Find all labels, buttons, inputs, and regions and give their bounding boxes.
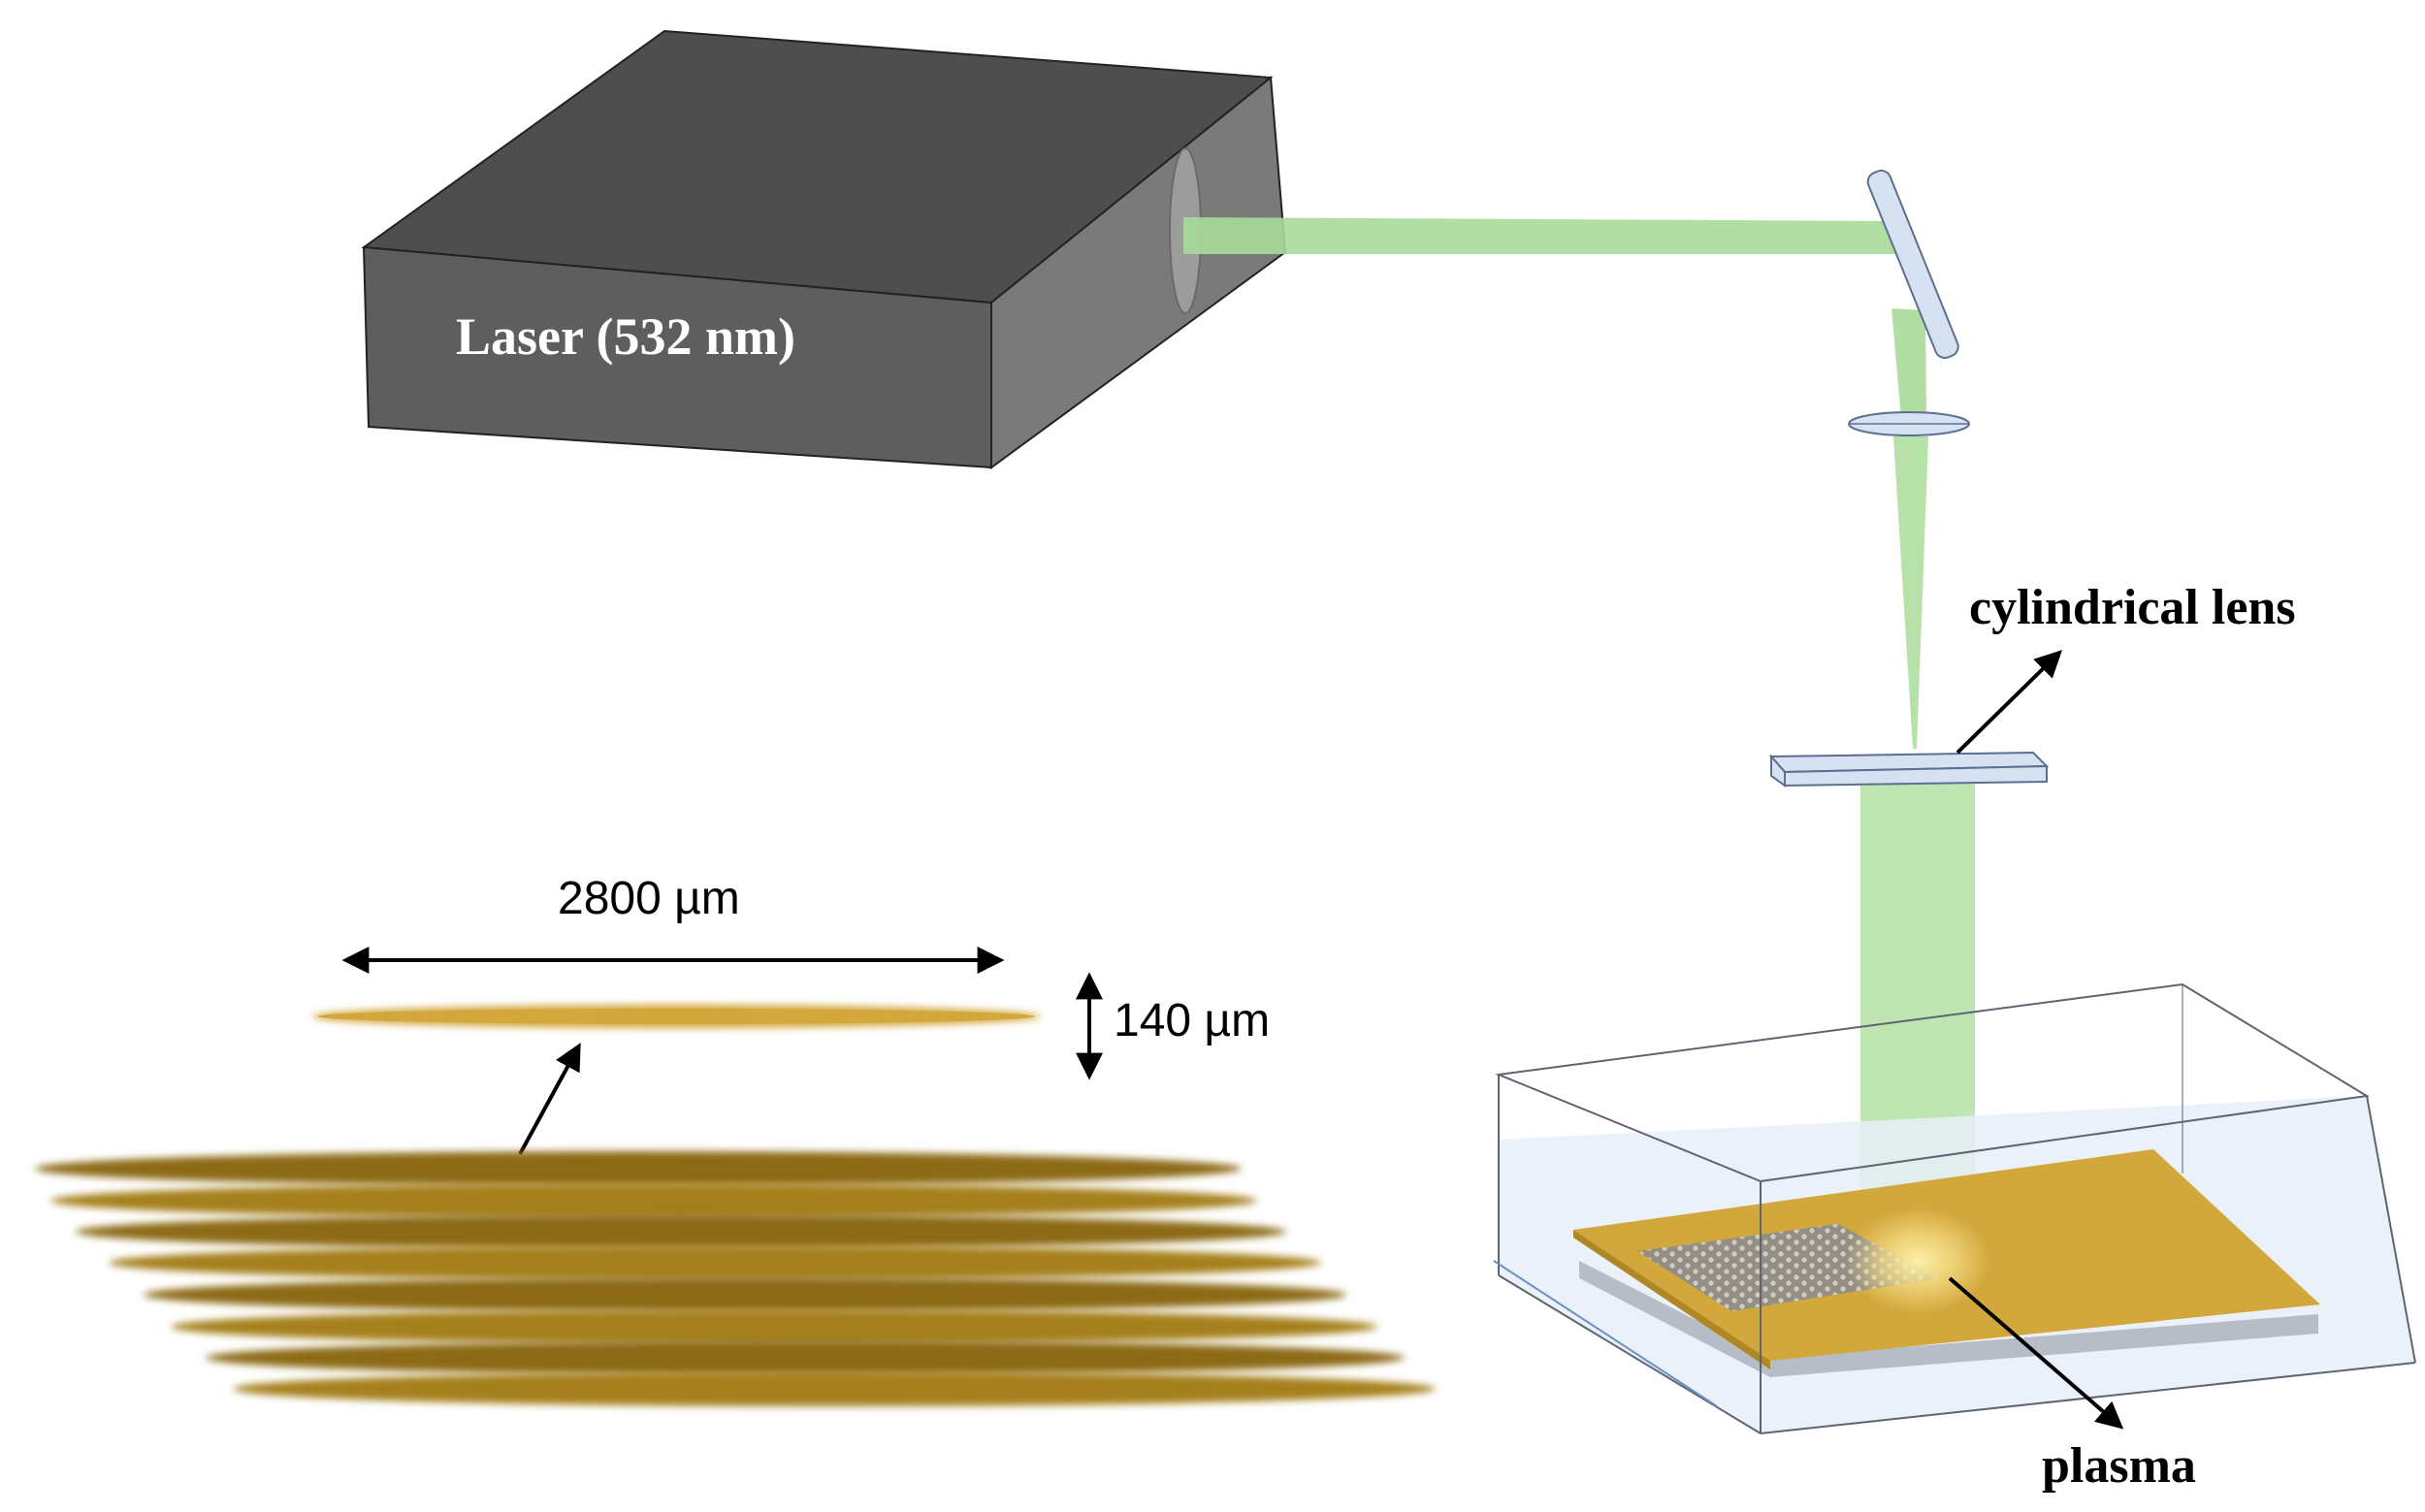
width-dimension-label: 2800 µm [558, 873, 740, 924]
cylindrical-lens-label: cylindrical lens [1969, 580, 2296, 635]
line-scan-3 [76, 1214, 1286, 1249]
beam-to-lens1 [1892, 308, 1926, 419]
line-spot [311, 1005, 1041, 1028]
line-scan-6 [171, 1309, 1377, 1344]
line-scan-2 [50, 1183, 1257, 1218]
plasma-label: plasma [2042, 1438, 2196, 1494]
grey-slab [1579, 1261, 2318, 1377]
laser-box: Laser (532 nm) [361, 29, 1287, 469]
line-scan-7 [206, 1340, 1405, 1375]
spot-pointer [518, 1043, 581, 1155]
laser-label: Laser (532 nm) [456, 307, 795, 366]
line-scan-8 [233, 1371, 1436, 1406]
plasma-pointer [1948, 1276, 2124, 1430]
cylindrical-lens [1768, 751, 2050, 788]
line-scan-1 [35, 1151, 1242, 1186]
stacked-line-scans [35, 1151, 1436, 1406]
line-scan-4 [109, 1245, 1321, 1280]
beam-cone [1893, 436, 1928, 749]
line-scan-5 [144, 1277, 1346, 1312]
water-tank [1493, 982, 2416, 1434]
focus-lens [1848, 411, 1970, 436]
cylindrical-lens-pointer [1956, 650, 2062, 755]
height-dimension-label: 140 µm [1114, 995, 1270, 1046]
beam-horizontal [1183, 217, 1899, 254]
plasma-glow [1846, 1207, 1991, 1314]
laser-beam [1183, 217, 1975, 1261]
mirror [1866, 169, 1959, 359]
